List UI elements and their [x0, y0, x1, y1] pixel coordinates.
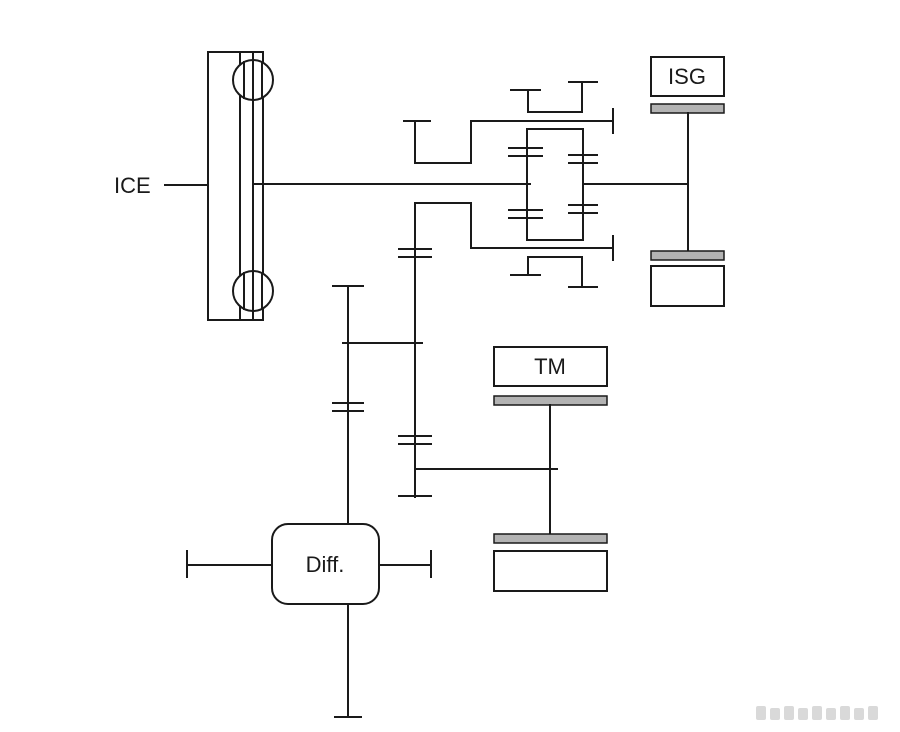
- countershaft: [342, 247, 432, 498]
- isg-motor: ISG: [650, 56, 725, 307]
- clutch-lower: [414, 202, 614, 261]
- ice-input: ICE: [114, 173, 209, 198]
- damper-spring-top: [232, 59, 274, 101]
- watermark-icon: [756, 706, 878, 720]
- isg-label: ISG: [668, 64, 706, 89]
- ice-label: ICE: [114, 173, 151, 198]
- flywheel-damper: [207, 51, 274, 321]
- brake-top: [510, 81, 598, 113]
- damper-spring-bottom: [232, 270, 274, 312]
- traction-motor: TM: [493, 346, 608, 592]
- brake-bottom: [510, 256, 598, 288]
- diff-label: Diff.: [306, 552, 345, 577]
- differential: Diff.: [186, 523, 432, 718]
- output-shaft: [332, 285, 364, 525]
- tm-label: TM: [534, 354, 566, 379]
- clutch-upper: [403, 108, 614, 164]
